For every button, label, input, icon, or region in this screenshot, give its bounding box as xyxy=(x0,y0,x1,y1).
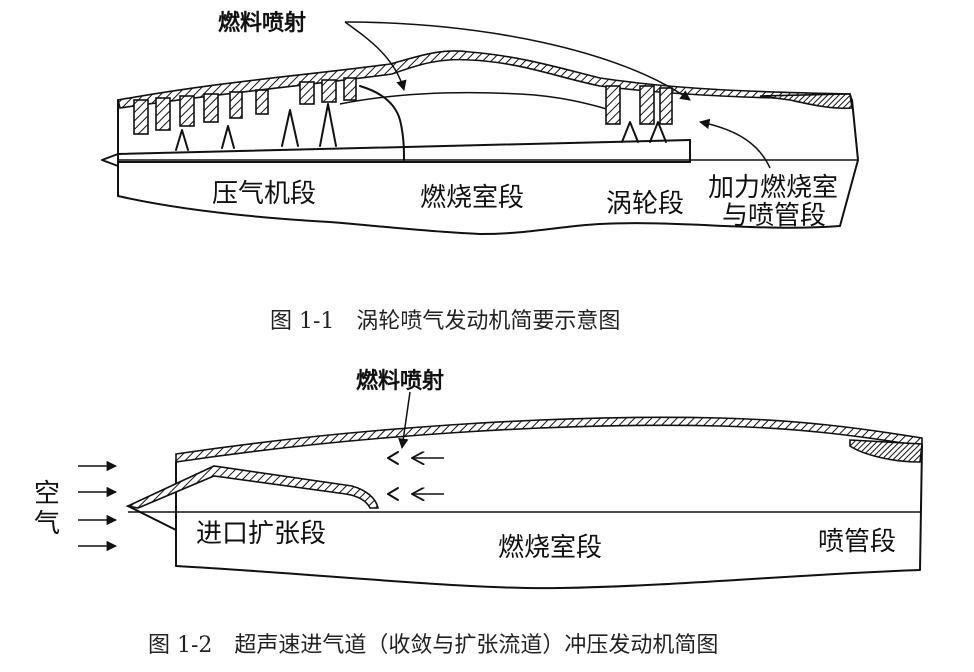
afterburner-section-label: 加力燃烧室 xyxy=(708,173,838,203)
ramjet-outer-shell xyxy=(175,416,923,463)
turbine-section-label: 涡轮段 xyxy=(606,189,684,219)
ramjet-diagram: 燃料喷射 空 气 进口扩张段 燃烧室段 喷管段 图 1-2 超声速进气道（收敛与… xyxy=(34,368,923,658)
turbojet-outer-casing xyxy=(117,50,854,109)
compressor-rotor xyxy=(281,109,299,147)
figure2-caption: 图 1-2 超声速进气道（收敛与扩张流道）冲压发动机简图 xyxy=(148,633,718,658)
combustor-liner xyxy=(359,85,405,161)
compressor-stator xyxy=(155,97,171,131)
air-label-char2: 气 xyxy=(34,509,60,539)
compressor-stator xyxy=(299,81,315,105)
turbojet-lower-outline xyxy=(117,159,859,235)
compressor-section-label: 压气机段 xyxy=(212,179,316,209)
compressor-stator xyxy=(229,91,243,119)
compressor-stator xyxy=(343,77,357,101)
ramjet-combustor-label: 燃烧室段 xyxy=(498,533,602,563)
turbine-stator xyxy=(659,87,673,125)
compressor-rotor xyxy=(319,103,337,147)
turbine-stator xyxy=(605,85,621,125)
compressor-blades xyxy=(133,77,357,151)
fuel-injection-leader xyxy=(344,21,407,92)
compressor-rotor xyxy=(221,125,235,149)
combustor-section-label: 燃烧室段 xyxy=(420,183,524,213)
fuel-injection-pointer xyxy=(398,391,411,450)
turbine-rotor xyxy=(621,121,639,143)
afterburner-liner xyxy=(759,93,853,110)
compressor-stator xyxy=(179,95,195,127)
air-label-char1: 空 xyxy=(34,479,60,509)
compressor-stator xyxy=(203,93,219,123)
afterburner-injection-leader xyxy=(698,118,771,169)
fuel-injection-leader-afterburner xyxy=(344,21,691,101)
compressor-rotor xyxy=(175,129,189,151)
inlet-diffuser-label: 进口扩张段 xyxy=(196,519,326,549)
ramjet-fuel-injection-label: 燃料喷射 xyxy=(356,368,444,394)
combustor-inner xyxy=(339,91,611,111)
turbojet-nose-cone xyxy=(101,153,119,167)
figure1-caption: 图 1-1 涡轮喷气发动机简要示意图 xyxy=(270,309,620,334)
ramjet-nozzle-label: 喷管段 xyxy=(818,527,896,557)
ramjet-cone-lower xyxy=(127,505,177,531)
turbine-stator xyxy=(639,85,655,125)
fuel-injector-mark xyxy=(387,451,399,465)
turbine-blades xyxy=(605,85,673,143)
turbojet-exit-edge xyxy=(851,99,859,161)
turbojet-fuel-injection-label: 燃料喷射 xyxy=(218,10,306,36)
nozzle-section-label: 与喷管段 xyxy=(722,201,826,231)
turbine-rotor xyxy=(649,121,667,143)
ramjet-lower-outline xyxy=(175,445,923,590)
fuel-injector-mark xyxy=(387,487,399,501)
compressor-stator xyxy=(133,99,149,135)
compressor-stator xyxy=(321,79,337,103)
ramjet-nozzle-liner xyxy=(849,439,923,463)
turbojet-diagram: 燃料喷射 压气机段 燃烧室段 涡轮段 加力燃烧室 与喷管段 图 1-1 涡轮喷气… xyxy=(101,10,859,334)
compressor-stator xyxy=(255,89,269,115)
ramjet-center-body xyxy=(125,465,379,509)
